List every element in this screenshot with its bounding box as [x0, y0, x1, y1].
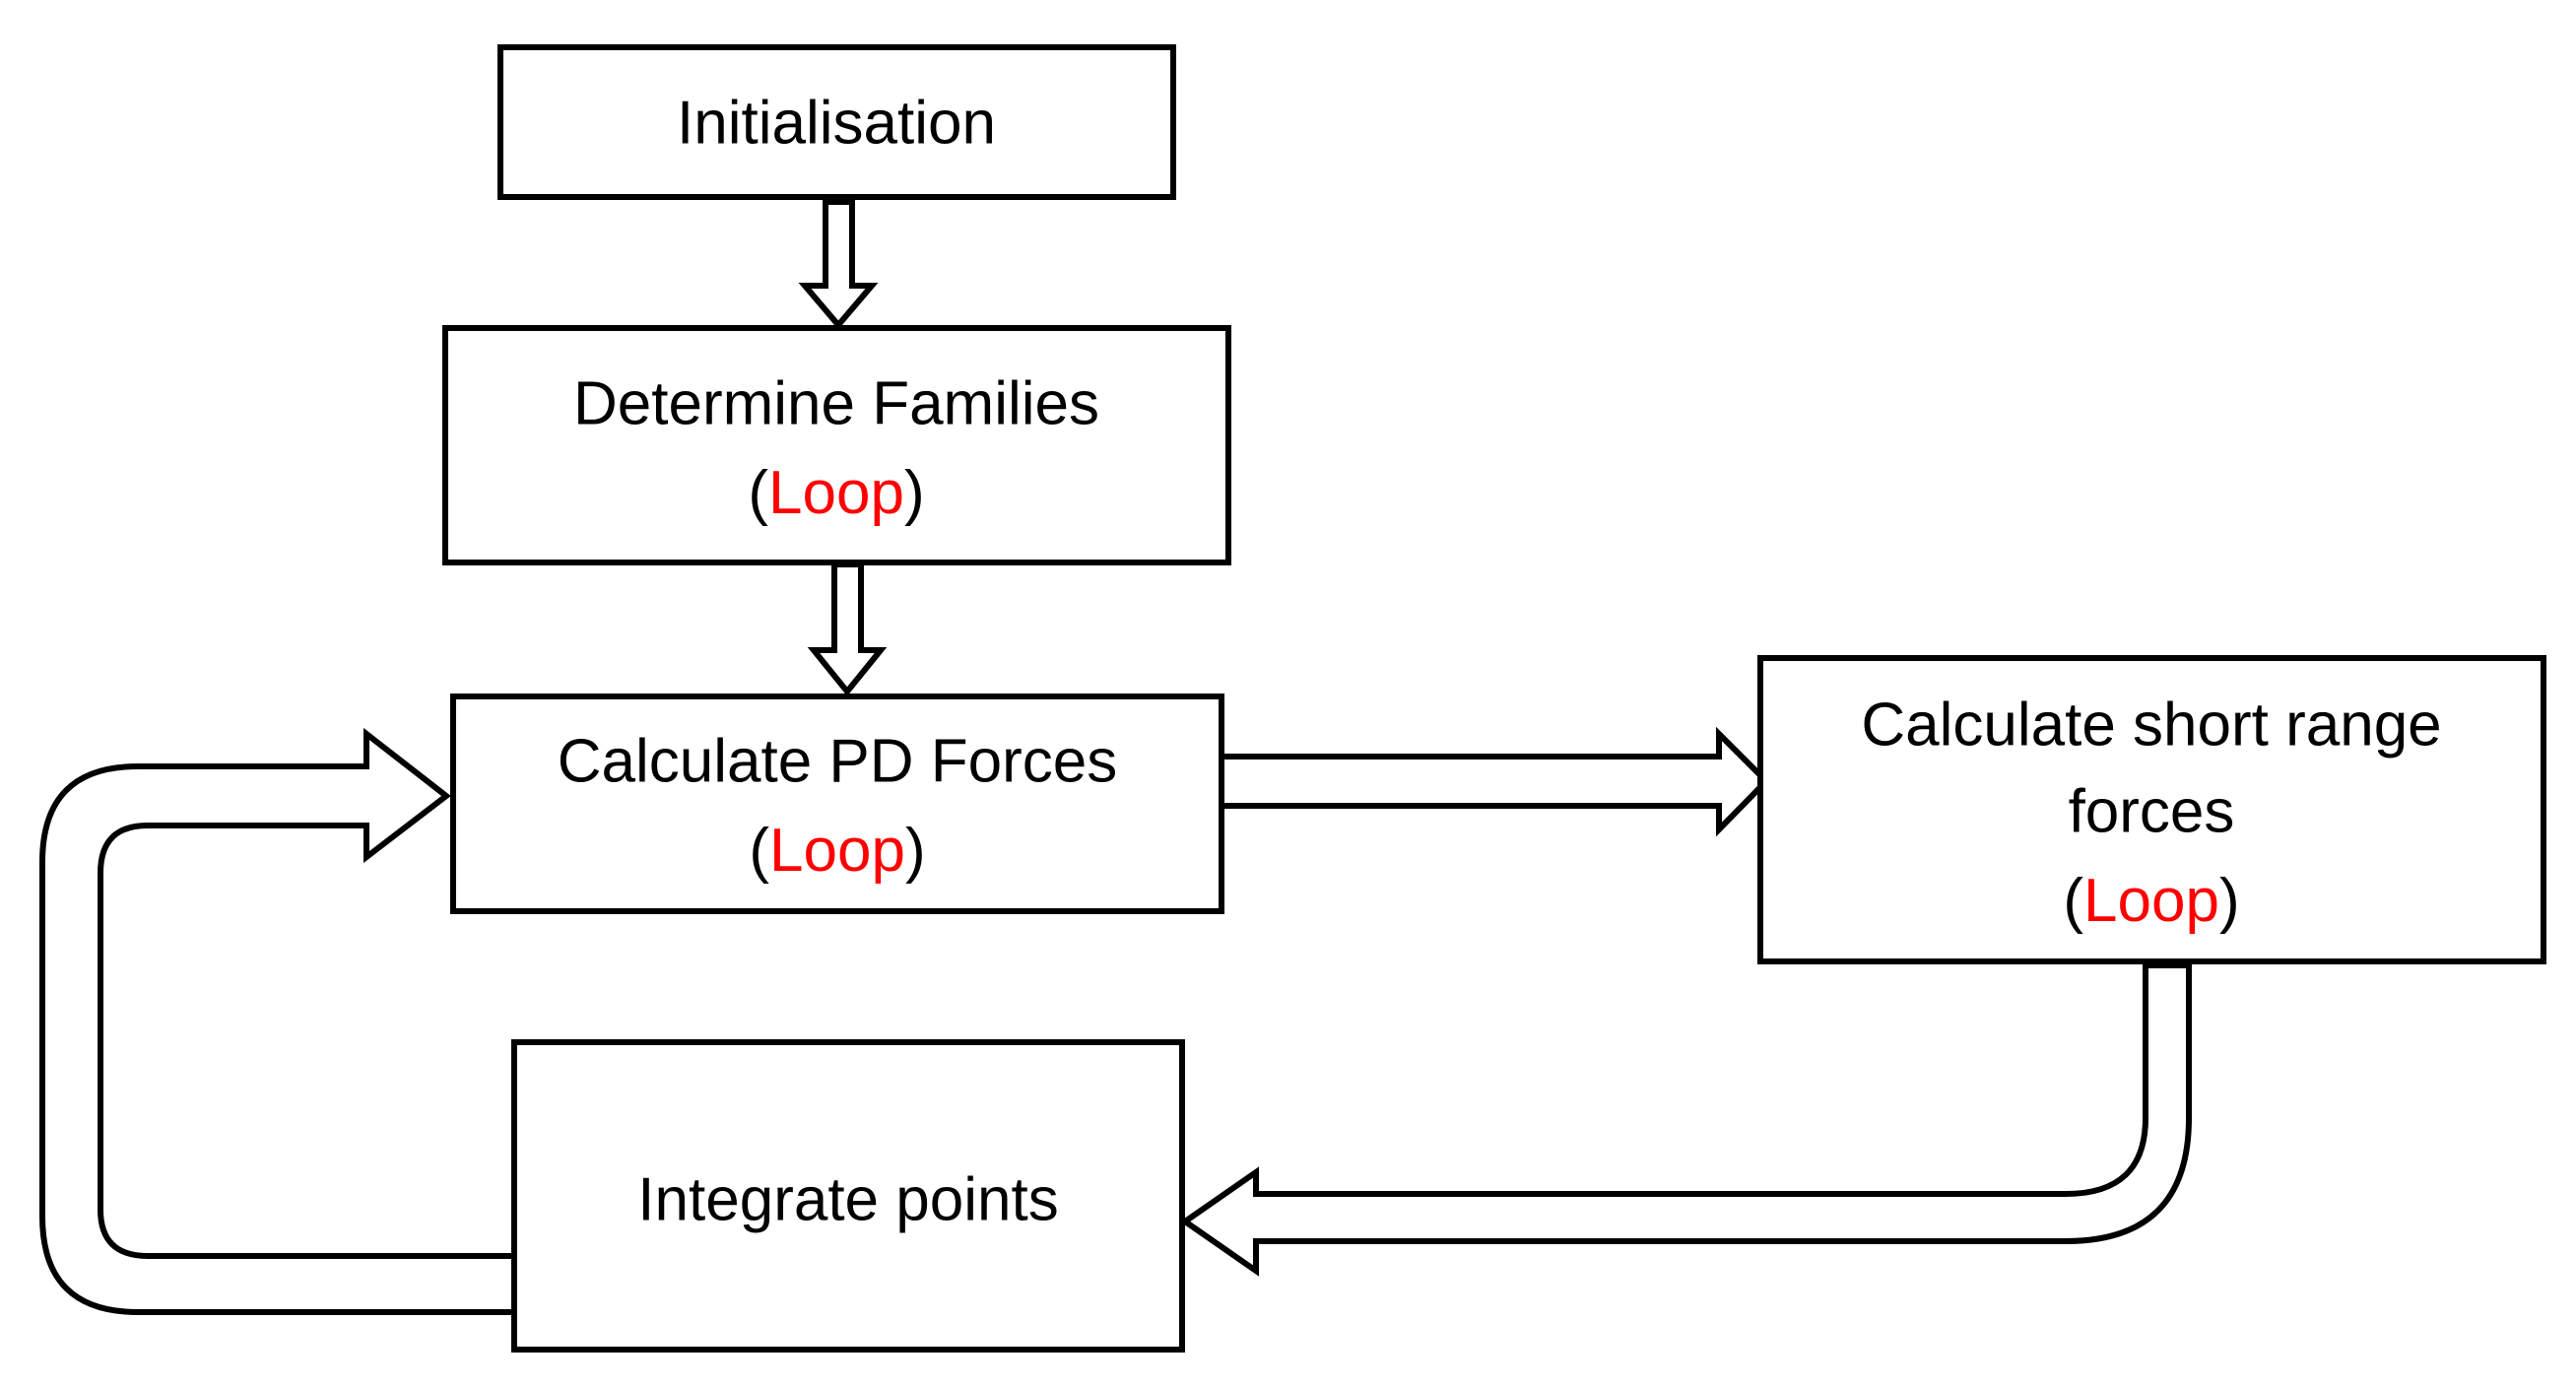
node-calculate-pd-forces: Calculate PD Forces (Loop)	[450, 694, 1224, 914]
node-short-range-forces-label-line1: Calculate short range	[1861, 692, 2441, 760]
node-integrate-points: Integrate points	[511, 1039, 1185, 1353]
node-short-range-forces-label-line2: forces	[2069, 778, 2235, 846]
node-initialisation: Initialisation	[497, 44, 1176, 200]
node-determine-families-label: Determine Families	[573, 370, 1099, 438]
node-determine-families-loop-tag: (Loop)	[748, 459, 924, 527]
node-calculate-pd-forces-label: Calculate PD Forces	[558, 728, 1118, 796]
node-short-range-forces-loop-tag: (Loop)	[2063, 867, 2239, 935]
arrow-shortrange-to-integrate	[1179, 962, 2192, 1277]
arrow-init-to-families	[798, 199, 879, 330]
node-initialisation-label: Initialisation	[677, 90, 996, 158]
arrow-integrate-to-pd	[39, 727, 517, 1315]
node-calculate-pd-forces-loop-tag: (Loop)	[749, 817, 925, 885]
arrow-pd-to-shortrange	[1219, 726, 1771, 837]
node-determine-families: Determine Families (Loop)	[442, 325, 1231, 565]
node-integrate-points-label: Integrate points	[637, 1166, 1058, 1234]
arrow-families-to-pd	[807, 561, 888, 696]
node-short-range-forces: Calculate short range forces (Loop)	[1757, 655, 2546, 964]
